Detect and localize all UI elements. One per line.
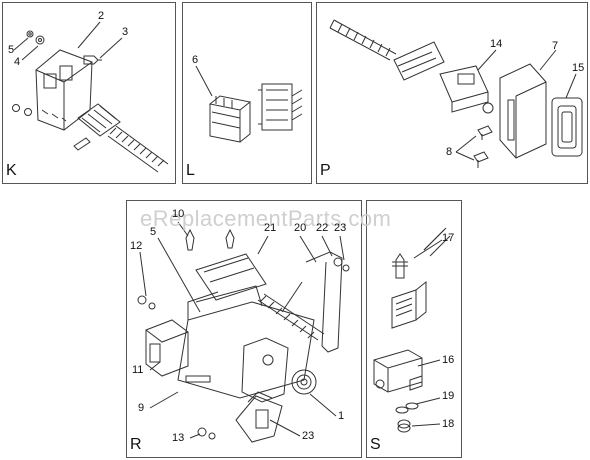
- callout-s-18: 18: [442, 418, 455, 430]
- panel-s: [366, 200, 462, 458]
- callout-r-11: 11: [132, 364, 144, 376]
- panel-letter-r: R: [130, 436, 142, 453]
- callout-r-12: 12: [130, 240, 143, 252]
- panel-letter-p: P: [320, 162, 331, 179]
- callout-k-2: 2: [98, 10, 105, 22]
- callout-r-13: 13: [172, 432, 185, 444]
- callout-s-17: 17: [442, 232, 455, 244]
- p-switch-drawing: [329, 19, 583, 168]
- callout-l-6: 6: [192, 54, 199, 66]
- panel-p: [316, 2, 588, 184]
- callout-r-10: 10: [172, 208, 185, 220]
- panel-l: [182, 2, 312, 184]
- panel-letter-s: S: [370, 436, 381, 453]
- callout-s-19: 19: [442, 390, 455, 402]
- callout-r-21: 21: [264, 222, 277, 234]
- callout-r-9: 9: [138, 402, 145, 414]
- callout-r-23-bottom: 23: [302, 430, 315, 442]
- callout-k-4: 4: [14, 56, 21, 68]
- callout-s-16: 16: [442, 354, 455, 366]
- panel-letter-k: K: [6, 162, 17, 179]
- watermark: eReplacementParts.com: [140, 206, 392, 231]
- callout-p-7: 7: [552, 40, 559, 52]
- callout-r-23-top: 23: [334, 222, 347, 234]
- r-assembly-drawing: [137, 221, 350, 443]
- panel-letter-l: L: [186, 162, 195, 179]
- callout-k-3: 3: [122, 26, 129, 38]
- panel-k: [2, 2, 176, 184]
- callout-k-5: 5: [8, 44, 15, 56]
- callout-p-8: 8: [446, 146, 453, 158]
- callout-r-22: 22: [316, 222, 329, 234]
- callout-p-14: 14: [490, 38, 503, 50]
- l-connector-drawing: [195, 65, 303, 143]
- callout-p-15: 15: [572, 62, 585, 74]
- callout-r-1: 1: [338, 410, 345, 422]
- s-assembly-drawing: [373, 227, 451, 433]
- k-switch-drawing: [12, 21, 169, 173]
- callout-r-20: 20: [294, 222, 307, 234]
- callout-r-5: 5: [150, 226, 157, 238]
